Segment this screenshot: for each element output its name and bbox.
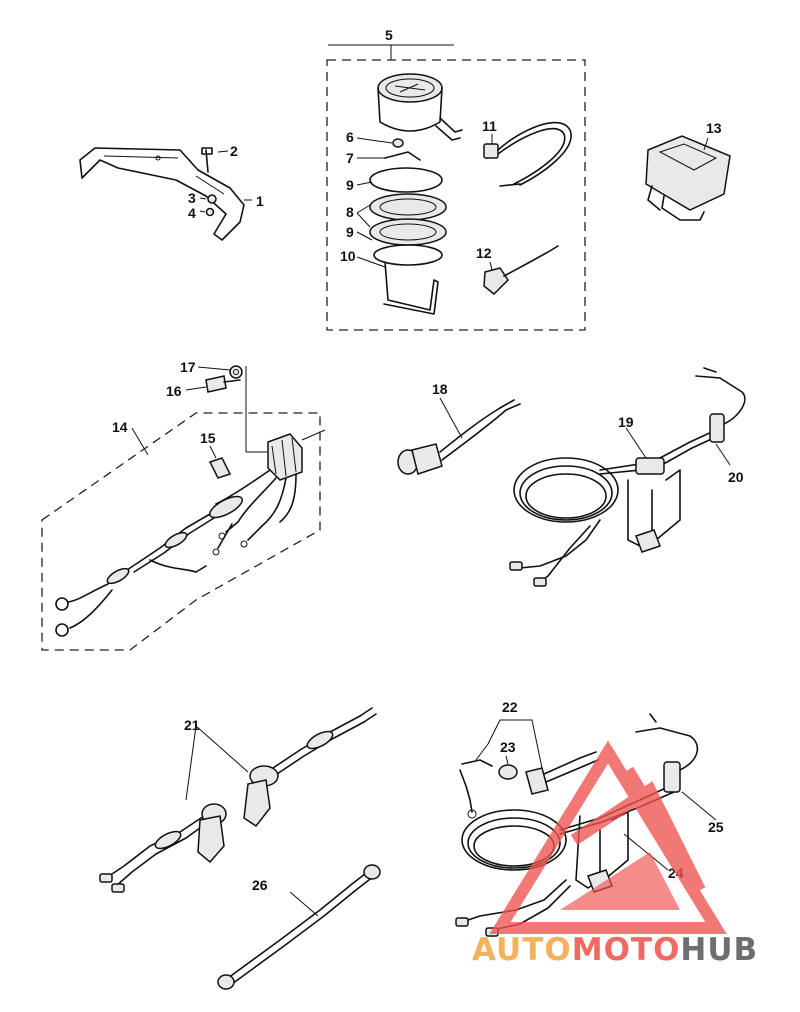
watermark-text: AUTOMOTOHUB	[472, 932, 758, 968]
callout-17: 17	[180, 359, 196, 375]
callout-13: 13	[706, 120, 722, 136]
connector-block	[245, 366, 326, 481]
callout-23: 23	[500, 739, 516, 755]
callout-9-upper: 9	[346, 177, 354, 193]
svg-text:AUTOMOTOHUB: AUTOMOTOHUB	[472, 932, 758, 968]
callout-10: 10	[340, 248, 356, 264]
sender-12	[483, 245, 559, 296]
gauge	[377, 73, 463, 141]
watermark-auto: AUTO	[472, 932, 572, 968]
screws-16-17	[185, 365, 243, 393]
harness-18	[397, 397, 521, 475]
gauge-kit-box	[326, 44, 586, 331]
callout-3: 3	[188, 190, 196, 206]
callout-6: 6	[346, 129, 354, 145]
callout-1: 1	[256, 193, 264, 209]
callout-22: 22	[502, 699, 518, 715]
callout-4: 4	[188, 205, 196, 221]
callout-7: 7	[346, 150, 354, 166]
callout-15: 15	[200, 430, 216, 446]
gauge-hardware	[356, 137, 447, 315]
harness-14-box	[41, 412, 321, 651]
harness-22-23	[459, 719, 599, 819]
callout-9-lower: 9	[346, 224, 354, 240]
harness-11	[483, 121, 572, 187]
harness-14-wires	[55, 469, 297, 637]
harness-coil-19-20	[509, 367, 746, 587]
callout-8: 8	[346, 204, 354, 220]
callout-21: 21	[184, 717, 200, 733]
callout-2: 2	[230, 143, 238, 159]
callout-12: 12	[476, 245, 492, 261]
watermark-logo	[489, 740, 727, 934]
callout-25: 25	[708, 819, 724, 835]
callout-16: 16	[166, 383, 182, 399]
callout-5: 5	[385, 27, 393, 43]
watermark-moto: MOTO	[572, 932, 681, 968]
callout-18: 18	[432, 381, 448, 397]
bracket-assembly	[79, 147, 252, 241]
callout-14: 14	[112, 419, 128, 435]
callout-20: 20	[728, 469, 744, 485]
callout-11: 11	[482, 118, 497, 134]
extension-26	[217, 864, 381, 990]
callout-26: 26	[252, 877, 268, 893]
module-13	[645, 135, 731, 221]
plug-15	[208, 445, 232, 479]
callout-19: 19	[618, 414, 634, 430]
watermark-hub: HUB	[680, 932, 758, 968]
harness-21	[99, 707, 377, 893]
